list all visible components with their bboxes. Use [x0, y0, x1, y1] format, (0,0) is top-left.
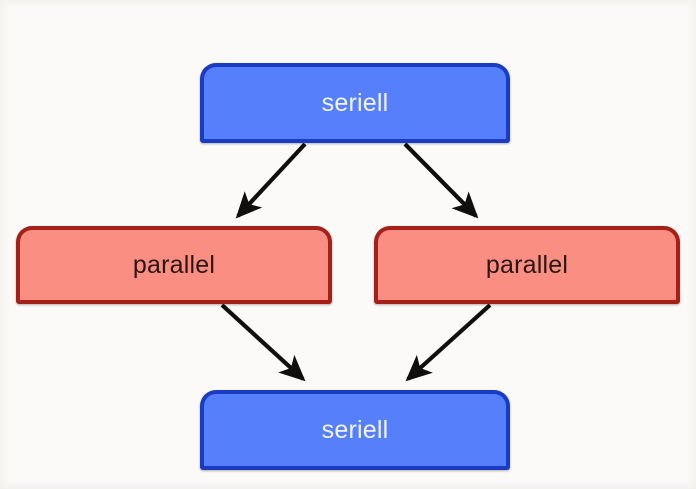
node-serial-top[interactable]: seriell [200, 63, 510, 143]
edge-parallel-left-to-serial-bottom [220, 303, 306, 382]
node-parallel-left[interactable]: parallel [16, 226, 332, 304]
node-serial-bottom[interactable]: seriell [200, 390, 510, 470]
edge-serial-top-to-parallel-right [403, 142, 479, 219]
node-parallel-right[interactable]: parallel [374, 226, 680, 304]
node-parallel-right-label: parallel [485, 250, 569, 279]
edge-serial-top-to-parallel-left [235, 142, 307, 219]
node-parallel-left-label: parallel [132, 250, 216, 279]
edge-parallel-right-to-serial-bottom [405, 303, 492, 382]
node-serial-bottom-label: seriell [321, 415, 389, 444]
node-serial-top-label: seriell [321, 88, 389, 117]
